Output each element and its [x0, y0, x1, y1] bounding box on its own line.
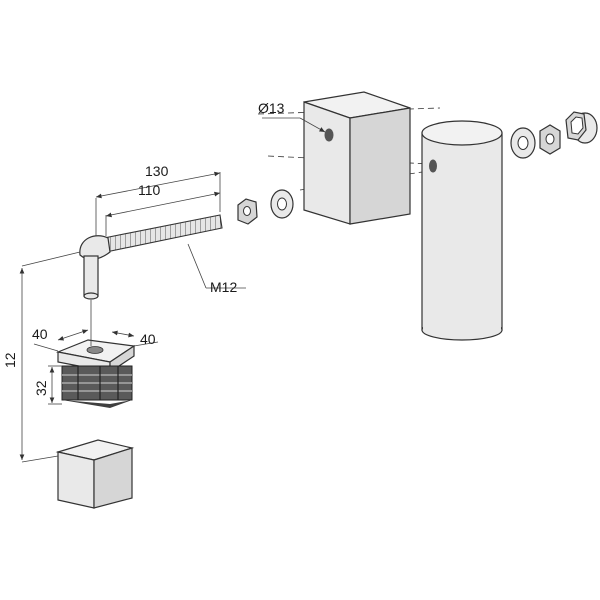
height-label: 12 [2, 352, 18, 368]
left-washer [270, 189, 294, 219]
hole-diameter-label: Ø13 [258, 100, 285, 116]
cap-nut [565, 111, 598, 144]
hinge-pin [79, 214, 223, 300]
post-hole [429, 159, 437, 173]
left-nut [237, 198, 258, 225]
dimension-lines [19, 117, 326, 463]
insert-height-label: 32 [33, 380, 49, 396]
thread-length-label: 110 [138, 182, 161, 198]
square-tube-lower [55, 439, 135, 509]
right-washer [510, 127, 536, 159]
plate-width-right-label: 40 [140, 331, 156, 347]
square-tube-upper [303, 91, 411, 225]
round-post [421, 120, 503, 341]
right-nut [539, 124, 561, 155]
tube-hole [324, 128, 334, 142]
thread-size-label: M12 [210, 279, 237, 295]
plastic-insert [55, 339, 136, 408]
threaded-shaft [103, 214, 223, 253]
plate-width-left-label: 40 [32, 326, 48, 342]
overall-length-label: 130 [145, 163, 169, 179]
